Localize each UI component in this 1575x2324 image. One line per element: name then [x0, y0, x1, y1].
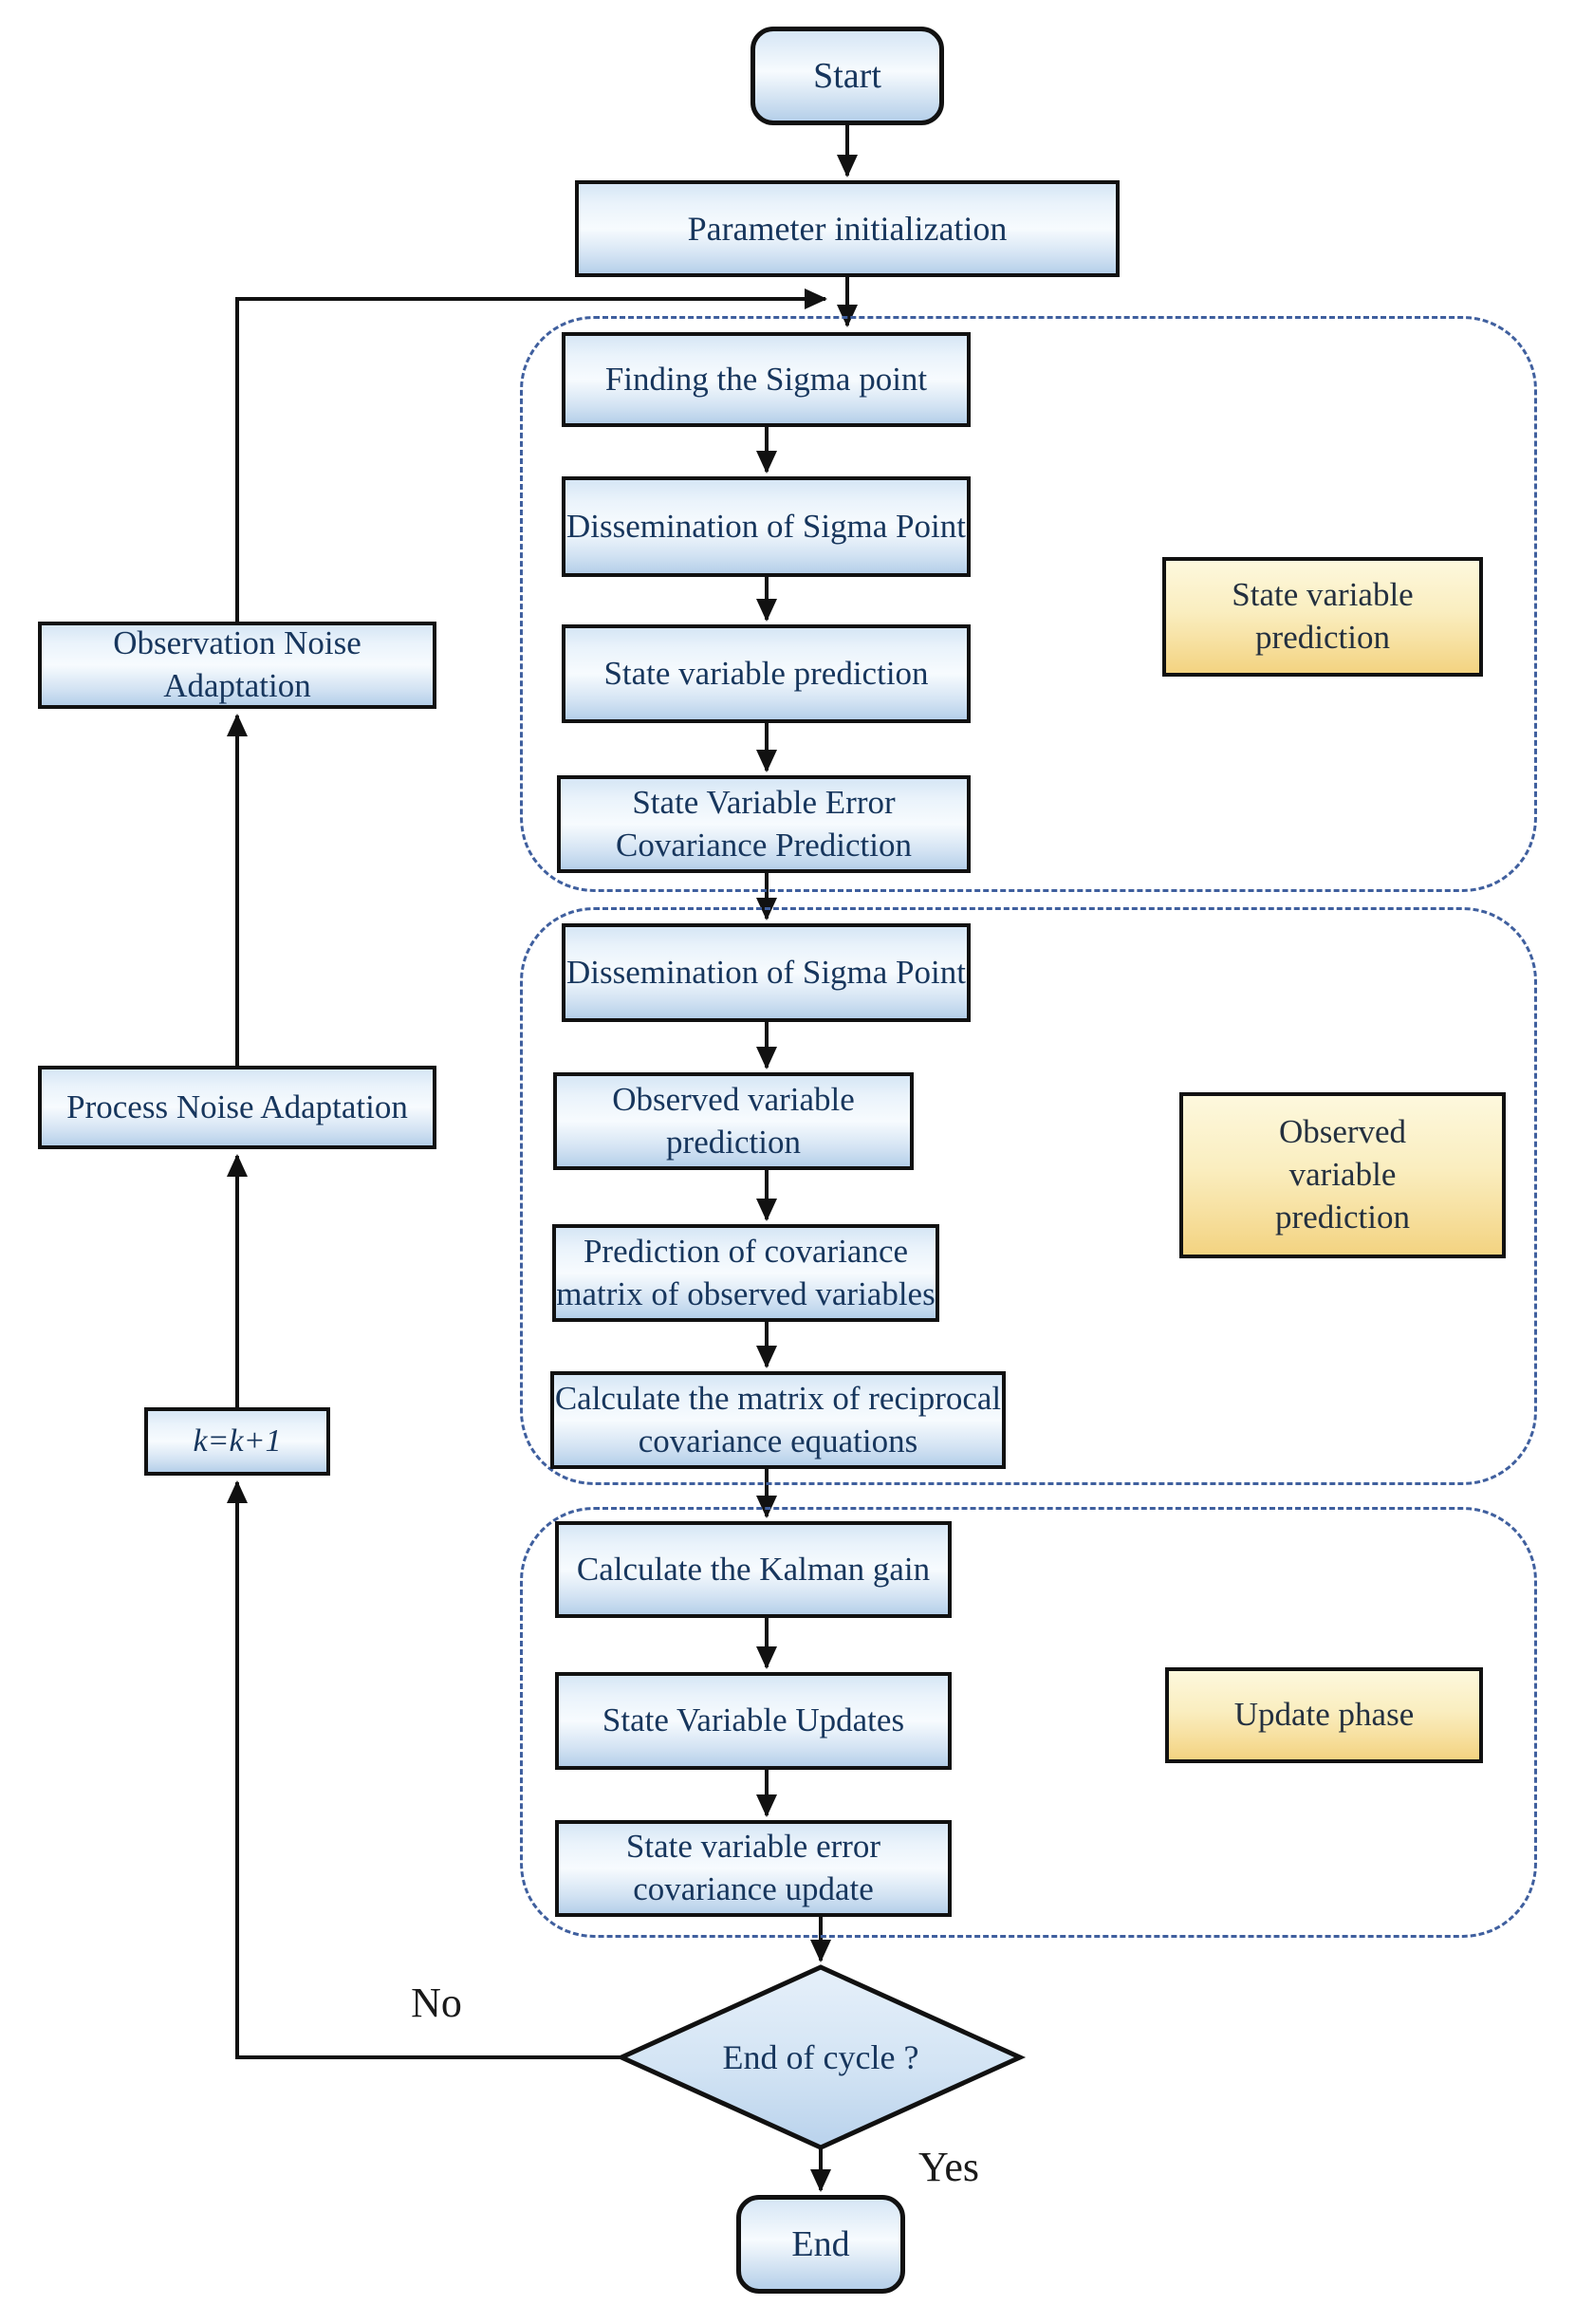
phase-group-observed-variable-prediction — [520, 907, 1537, 1485]
node-finding-sigma-point: Finding the Sigma point — [562, 332, 971, 427]
node-state-variable-error-covariance-update: State variable error covariance update — [555, 1820, 952, 1917]
node-observation-noise-adaptation: Observation Noise Adaptation — [38, 622, 436, 709]
node-k-increment: k=k+1 — [144, 1407, 330, 1476]
node-reciprocal-covariance: Calculate the matrix of reciprocal covar… — [550, 1371, 1006, 1469]
node-state-variable-error-covariance-prediction: State Variable Error Covariance Predicti… — [557, 775, 971, 873]
node-start: Start — [750, 27, 944, 125]
phase-group-update — [520, 1507, 1537, 1938]
phase-label-state-variable-prediction: State variable prediction — [1162, 557, 1483, 677]
node-state-variable-prediction: State variable prediction — [562, 624, 971, 723]
phase-group-state-variable-prediction — [520, 316, 1537, 892]
phase-label-observed-variable-prediction: Observed variable prediction — [1179, 1092, 1506, 1258]
phase-label-update-phase: Update phase — [1165, 1667, 1483, 1763]
connector-no-loop — [227, 1480, 621, 2059]
node-observed-variable-prediction: Observed variable prediction — [553, 1072, 914, 1170]
node-dissemination-sigma-2: Dissemination of Sigma Point — [562, 923, 971, 1022]
connector-feedback-top — [235, 288, 827, 622]
node-state-variable-updates: State Variable Updates — [555, 1672, 952, 1770]
node-process-noise-adaptation: Process Noise Adaptation — [38, 1066, 436, 1149]
edge-label-yes: Yes — [917, 2144, 980, 2190]
node-end: End — [736, 2195, 905, 2294]
node-calculate-kalman-gain: Calculate the Kalman gain — [555, 1521, 952, 1618]
node-parameter-initialization: Parameter initialization — [575, 180, 1120, 277]
node-prediction-covariance-matrix: Prediction of covariance matrix of obser… — [552, 1224, 939, 1322]
decision-label: End of cycle ? — [722, 2037, 919, 2076]
node-dissemination-sigma-1: Dissemination of Sigma Point — [562, 476, 971, 577]
edge-label-no: No — [411, 1980, 462, 2026]
decision-diamond — [615, 1964, 1027, 2150]
